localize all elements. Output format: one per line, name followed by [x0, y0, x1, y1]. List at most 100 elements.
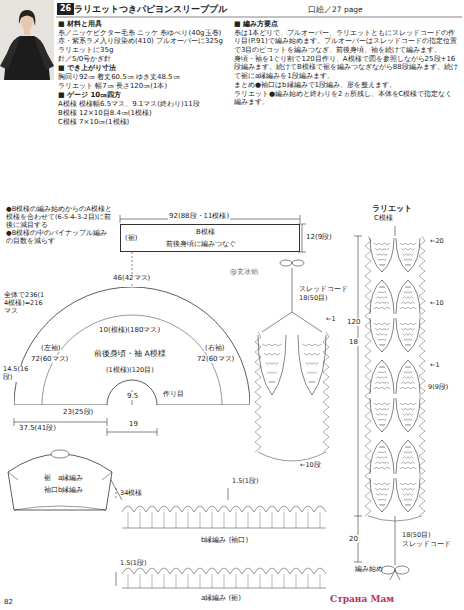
stitch-stroke	[164, 574, 165, 588]
stitch-stroke	[400, 307, 416, 309]
stitch-stroke	[260, 574, 261, 588]
stitch-stroke	[401, 382, 415, 384]
stitch-stroke	[396, 280, 420, 314]
label-text: スレッドコード	[402, 541, 451, 549]
stitch-stroke	[128, 512, 129, 528]
stitch-stroke	[176, 574, 177, 588]
label-text: (右袖)	[204, 344, 225, 352]
stitch-stroke	[242, 506, 254, 512]
node-text: (裾)	[125, 234, 137, 242]
label-text: C模様	[374, 214, 393, 222]
stitch-stroke	[370, 440, 394, 474]
node-text: a縁編み	[58, 474, 83, 482]
stitch-stroke	[122, 506, 134, 512]
stitch-stroke	[375, 328, 389, 330]
label-text: 糸は1本どりで、プルオーバー、ラリエットともにスレッドコードの作り目(P.91)…	[234, 29, 458, 54]
label-text: 12(9段)	[305, 233, 333, 241]
stitch-stroke	[400, 483, 416, 485]
stitch-stroke	[254, 568, 266, 574]
stitch-stroke	[374, 387, 390, 389]
label-text: B模様 12×10目8.4㎝(1模様)	[58, 109, 223, 117]
stitch-stroke	[158, 568, 170, 574]
stitch-stroke	[284, 512, 285, 528]
stitch-stroke	[400, 403, 416, 405]
node-text: 前後身頃・袖 A模様	[94, 349, 166, 358]
stitch-stroke	[146, 506, 158, 512]
stitch-stroke	[152, 574, 153, 588]
stitch-stroke	[379, 424, 384, 426]
label-text: 身頃・袖を1ぐり割で120目作り、A模様で図を参照しながら25段+16段編みます…	[234, 55, 458, 80]
garment-outline: 裾a縁編み袖口b縁編み	[4, 440, 116, 515]
label-text: ←10段	[300, 462, 321, 470]
band-box: (裾)B模様前後身頃に編みつなぐ	[120, 224, 300, 252]
label-text: ←10	[430, 300, 444, 308]
stitch-stroke	[401, 488, 415, 490]
stitch-stroke	[379, 446, 384, 448]
label-text: ■ でき上がり寸法	[58, 64, 223, 72]
label-text: 編み始め	[355, 566, 383, 574]
stitch-stroke	[403, 254, 414, 256]
stitch-stroke	[379, 344, 384, 346]
stitch-stroke	[396, 238, 420, 272]
stitch-stroke	[403, 377, 414, 379]
label-text: C模様 7×10㎝(1模様)	[58, 118, 223, 126]
stitch-stroke	[272, 574, 273, 588]
stitch-stroke	[302, 344, 321, 346]
stitch-stroke	[378, 499, 386, 501]
stitch-stroke	[134, 568, 146, 574]
stitch-stroke	[255, 332, 261, 452]
stitch-stroke	[158, 506, 170, 512]
stitch-stroke	[306, 363, 319, 365]
stitch-stroke	[264, 353, 280, 355]
label-text: 全体で236(14模様)=216マス	[3, 292, 49, 315]
stitch-stroke	[404, 259, 412, 261]
stitch-stroke	[128, 574, 129, 588]
stitch-stroke	[236, 512, 237, 528]
stitch-stroke	[378, 292, 386, 294]
stitch-stroke	[302, 568, 314, 574]
stitch-stroke	[370, 280, 394, 314]
stitch-stroke	[194, 506, 206, 512]
stitch-stroke	[320, 574, 321, 588]
stitch-stroke	[374, 307, 390, 309]
stitch-stroke	[370, 478, 394, 512]
label-text: 10(模様)(180マス)	[98, 326, 161, 334]
stitch-stroke	[374, 403, 390, 405]
stitch-stroke	[396, 398, 420, 432]
stitch-stroke	[379, 504, 384, 506]
stitch-stroke	[370, 318, 394, 352]
stitch-stroke	[404, 339, 412, 341]
label-text: 18(50目)	[402, 532, 431, 540]
stitch-stroke	[377, 457, 388, 459]
stitch-stroke	[379, 264, 384, 266]
label-text: 20	[348, 535, 359, 543]
stitch-stroke	[290, 568, 302, 574]
label-text: ←1	[326, 316, 336, 324]
stitch-stroke	[290, 506, 302, 512]
stitch-stroke	[375, 488, 389, 490]
label-text: ■ 材料と用具	[58, 20, 223, 28]
stitch-stroke	[375, 382, 389, 384]
stitch-stroke	[269, 381, 275, 383]
stitch-stroke	[377, 377, 388, 379]
stitch-stroke	[375, 302, 389, 304]
label-text: ■ 編み方要点	[234, 20, 458, 28]
label-text: ←20	[430, 238, 444, 246]
label-text: 糸／ニッケビクター毛糸 ニッケ 糸ゆべり(40g玉巻) 赤・紫系ラメ入り段染め(…	[58, 29, 223, 54]
label-text: 92(88段・11模様)	[168, 212, 230, 220]
stitch-stroke	[188, 512, 189, 528]
stitch-stroke	[278, 506, 290, 512]
label-text: ●B模様の編み始めからのA模様と模様を合わせて(6-5-4-3-2目)に前後に減…	[6, 206, 114, 229]
stitch-stroke	[122, 568, 134, 574]
stitch-stroke	[152, 512, 153, 528]
stitch-stroke	[370, 398, 394, 432]
stitch-stroke	[206, 568, 218, 574]
stitch-stroke	[403, 334, 414, 336]
stitch-stroke	[377, 297, 388, 299]
stitch-stroke	[377, 334, 388, 336]
label-text: ラリエット●編み始めと終わりを2ヵ所残し、本体をC模様で指定なく編みます。	[234, 90, 458, 107]
label-text: (1模様)(120目)	[105, 367, 155, 375]
badge-number: 26	[60, 4, 71, 14]
stitch-stroke	[379, 366, 384, 368]
label-text: 72(60マス)	[196, 355, 235, 363]
